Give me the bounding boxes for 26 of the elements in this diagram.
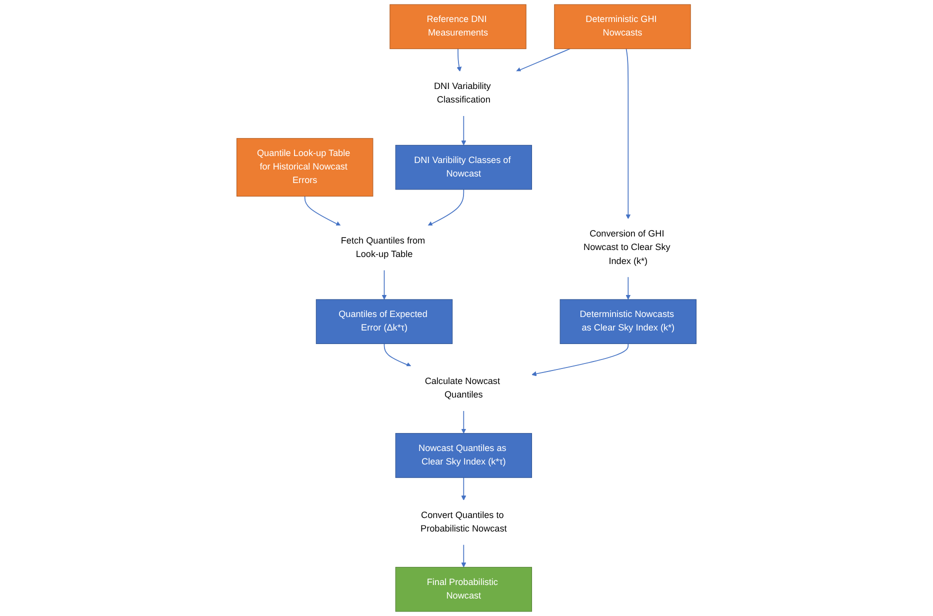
node-box: Quantile Look-up Table for Historical Nowcast Errors	[236, 138, 374, 197]
arrow	[461, 544, 466, 568]
arrow	[428, 189, 464, 226]
arrow	[461, 477, 466, 501]
node-box: Deterministic GHI Nowcasts	[554, 4, 691, 50]
arrow	[384, 343, 412, 367]
arrow	[461, 115, 466, 146]
arrow	[461, 410, 466, 434]
arrow	[456, 48, 462, 72]
arrow	[626, 276, 631, 300]
node-text: Convert Quantiles to Probabilistic Nowcast	[420, 510, 507, 534]
node-text: DNI Variability Classification	[434, 82, 491, 105]
arrow	[532, 343, 629, 376]
arrow	[516, 48, 570, 72]
arrow	[626, 48, 631, 220]
node-box: Deterministic Nowcasts as Clear Sky Index (k*)	[560, 299, 696, 344]
node-text: Conversion of GHI Nowcast to Clear Sky Index (k*)	[584, 229, 670, 266]
arrow	[304, 196, 341, 226]
node-box: Nowcast Quantiles as Clear Sky Index (k*τ)	[395, 433, 532, 478]
node-text: Fetch Quantiles from Look-up Table	[340, 236, 426, 260]
node-box: Reference DNI Measurements	[390, 4, 526, 50]
arrow	[382, 270, 387, 300]
node-text: Calculate Nowcast Quantiles	[424, 376, 500, 400]
node-box: Final Probabilistic Nowcast	[395, 566, 532, 612]
node-box: Quantiles of Expected Error (Δk*τ)	[316, 299, 453, 344]
node-box: DNI Varibility Classes of Nowcast	[395, 144, 532, 190]
